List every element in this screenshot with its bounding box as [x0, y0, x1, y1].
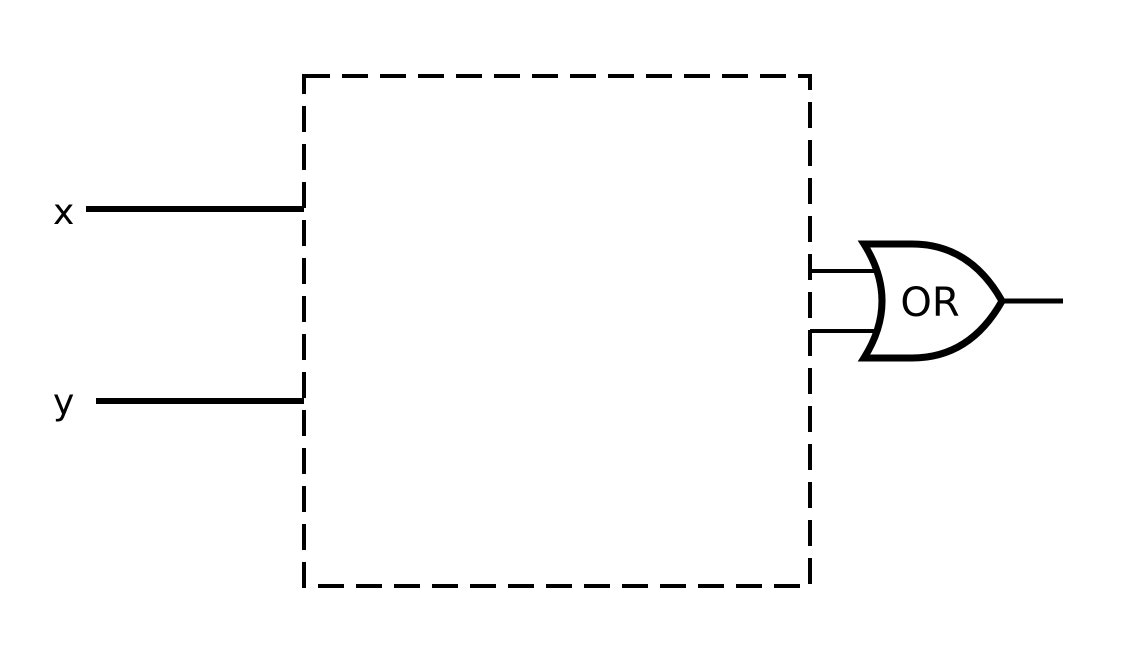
black-box [302, 74, 812, 588]
or-gate-label: OR [900, 280, 959, 326]
or-gate [857, 240, 1007, 362]
input-x-label: x [53, 192, 74, 233]
input-y-label: y [53, 382, 74, 423]
